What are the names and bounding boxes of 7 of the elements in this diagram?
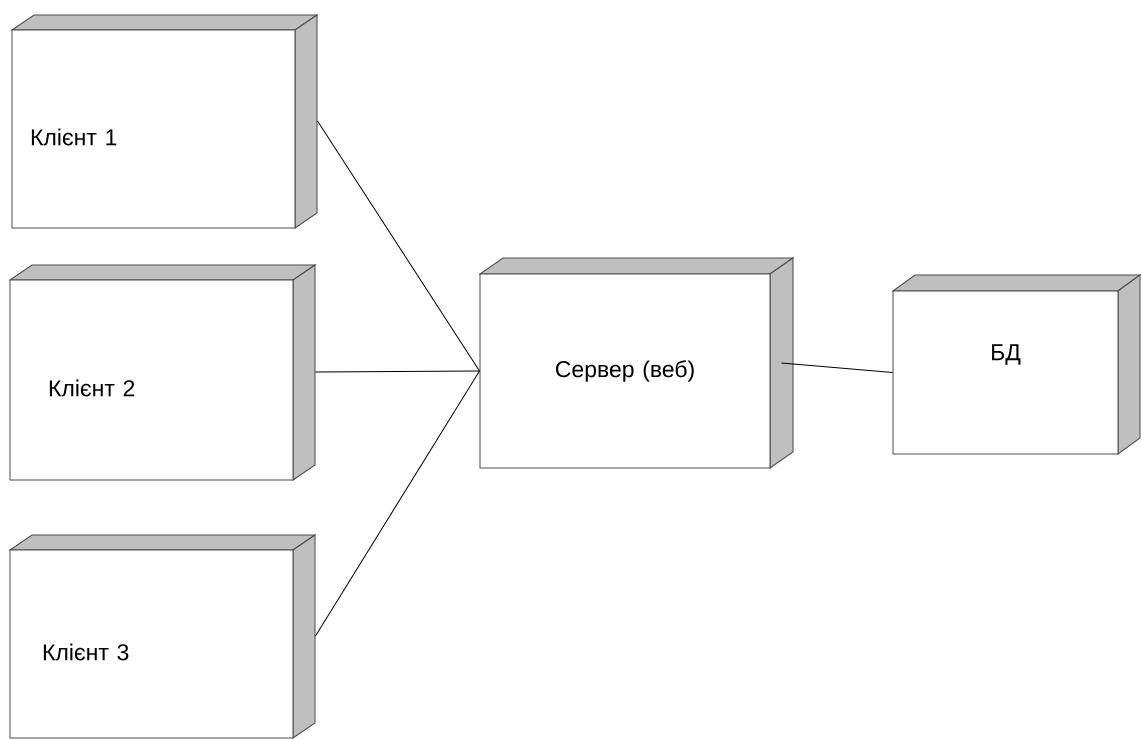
node-box: Клієнт 1 — [11, 14, 318, 229]
node-box: Клієнт 2 — [9, 264, 316, 481]
connector-line — [781, 362, 893, 373]
node-box: Сервер (веб) — [479, 257, 794, 469]
connector-line — [315, 370, 480, 373]
node-box: БД — [892, 274, 1141, 455]
node-box: Клієнт 3 — [9, 534, 316, 739]
